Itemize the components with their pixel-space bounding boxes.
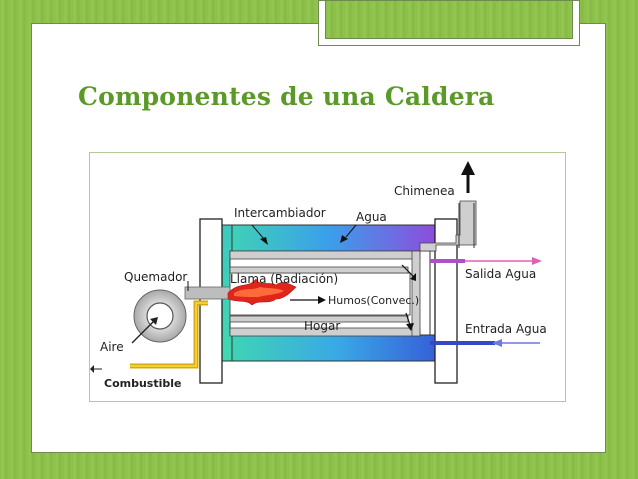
fuel-line-inner <box>130 302 208 367</box>
gas-path-upper <box>229 266 409 274</box>
boiler-diagram: Chimenea Intercambiador Agua Quemador Ll… <box>90 161 547 390</box>
label-intercambiador: Intercambiador <box>234 206 326 220</box>
label-entrada-agua: Entrada Agua <box>465 322 547 336</box>
flame-core <box>234 287 284 297</box>
label-combustible: Combustible <box>104 377 181 390</box>
label-quemador: Quemador <box>124 270 187 284</box>
return-arrow-upper-head <box>410 273 416 281</box>
label-agua: Agua <box>356 210 387 224</box>
agua-leader-head <box>340 235 348 243</box>
intercambiador-leader-head <box>260 237 268 245</box>
burner-nozzle <box>184 286 231 300</box>
water-jacket-top <box>217 224 437 252</box>
label-chimenea: Chimenea <box>394 184 455 198</box>
water-jacket-bottom <box>217 334 437 362</box>
agua-leader <box>345 224 357 238</box>
label-hogar: Hogar <box>304 319 340 333</box>
inlet-arrow-head <box>492 339 502 347</box>
slide-header-tab-fill <box>325 0 573 39</box>
outlet-arrow-head <box>532 257 542 265</box>
return-arrow-lower <box>405 312 411 326</box>
air-intake-arrow <box>131 318 157 344</box>
label-humos: Humos(Convec.) <box>328 294 419 307</box>
burner-fan-hub <box>146 302 174 330</box>
air-intake-arrow-head <box>150 317 158 325</box>
intercambiador-leader <box>251 224 265 240</box>
label-salida-agua: Salida Agua <box>465 267 536 281</box>
humos-arrow-head <box>318 296 326 304</box>
slide-title: Componentes de una Caldera <box>78 82 495 111</box>
label-llama: Llama (Radiación) <box>230 272 338 286</box>
return-arrow-lower-head <box>406 323 414 331</box>
return-arrow-upper <box>401 264 415 278</box>
chimney-pipe <box>419 200 477 252</box>
gas-path-top <box>229 250 421 260</box>
gas-path-return <box>411 250 421 337</box>
chimney-arrow-head <box>461 161 475 175</box>
chimney-outline <box>458 203 475 248</box>
label-aire: Aire <box>100 340 124 354</box>
